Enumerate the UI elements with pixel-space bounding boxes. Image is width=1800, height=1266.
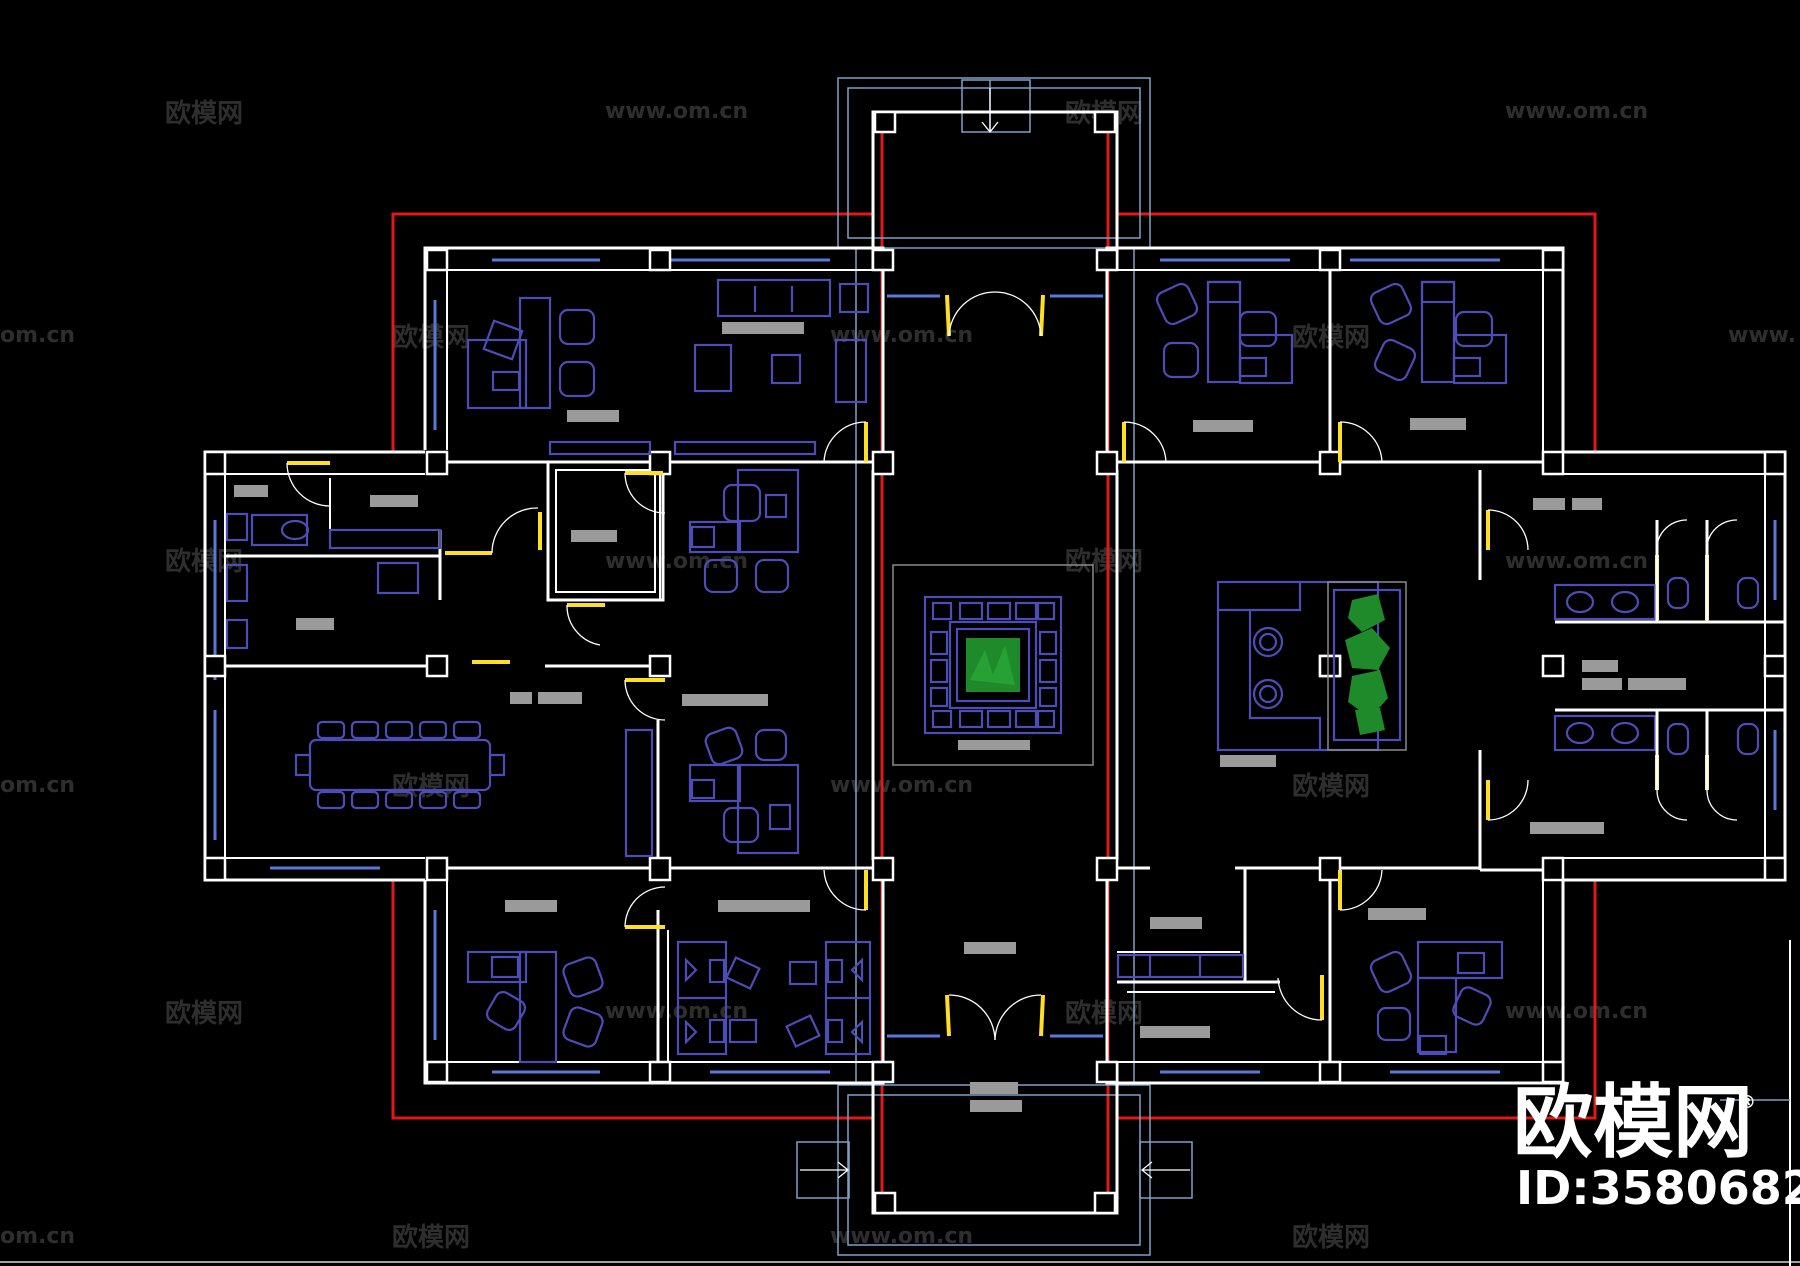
watermark-url-partial: om.cn <box>0 1224 75 1249</box>
watermark-url-partial-right: www. <box>1728 323 1796 348</box>
watermark-url-partial: om.cn <box>0 323 75 348</box>
watermark-url: www.om.cn <box>830 773 973 798</box>
watermark-url: www.om.cn <box>605 99 748 124</box>
registered-mark: ® <box>1738 1092 1756 1113</box>
watermark-url-partial: om.cn <box>0 773 75 798</box>
logo-id-text: ID:3580682 <box>1516 1161 1800 1215</box>
atrium-seating <box>892 564 1094 766</box>
watermark-brand: 欧模网 <box>1292 1222 1370 1253</box>
desk-set-middle-left-lower <box>688 726 800 855</box>
logo-brand-text: 欧模网 <box>1513 1076 1753 1169</box>
watermark-url: www.om.cn <box>1505 549 1648 574</box>
structural-columns <box>203 110 1787 1215</box>
brand-logo: 欧模网 ® ID:3580682 <box>1513 1076 1800 1215</box>
watermark-brand: 欧模网 <box>392 322 470 353</box>
watermark-url: www.om.cn <box>1505 99 1648 124</box>
watermark-brand: 欧模网 <box>1065 546 1143 577</box>
conference-table <box>294 720 506 810</box>
desk-set-lower-left <box>466 950 604 1064</box>
watermark-url: www.om.cn <box>830 323 973 348</box>
desk-set-lower-right <box>1369 940 1504 1056</box>
furniture <box>225 278 1760 1064</box>
desk-set-middle-left-upper <box>688 468 800 594</box>
desk-set-upper-right-1 <box>1155 280 1294 385</box>
entrance-arrows <box>800 88 1190 1179</box>
watermark-brand: 欧模网 <box>165 998 243 1029</box>
interior-walls <box>225 270 1785 1070</box>
watermark-brand: 欧模网 <box>1065 998 1143 1029</box>
restroom-right-lower <box>1553 710 1760 790</box>
windows <box>213 258 1777 1074</box>
restroom-left-fixtures <box>225 512 442 650</box>
cubicles-lower-left <box>676 940 872 1056</box>
watermark-brand: 欧模网 <box>392 771 470 802</box>
watermark-brand: 欧模网 <box>165 98 243 129</box>
room-labels <box>234 322 1686 1112</box>
watermark-brand: 欧模网 <box>1292 771 1370 802</box>
watermark-brand: 欧模网 <box>392 1222 470 1253</box>
desk-set-upper-left <box>466 296 596 410</box>
sofa-set <box>693 278 870 404</box>
planter-bed <box>1327 581 1407 751</box>
restroom-right-upper <box>1553 520 1760 622</box>
desk-set-upper-right-2 <box>1369 280 1508 385</box>
atrium-seat-ring <box>929 601 1058 729</box>
watermark-url: www.om.cn <box>605 549 748 574</box>
watermark-url: www.om.cn <box>1505 999 1648 1024</box>
